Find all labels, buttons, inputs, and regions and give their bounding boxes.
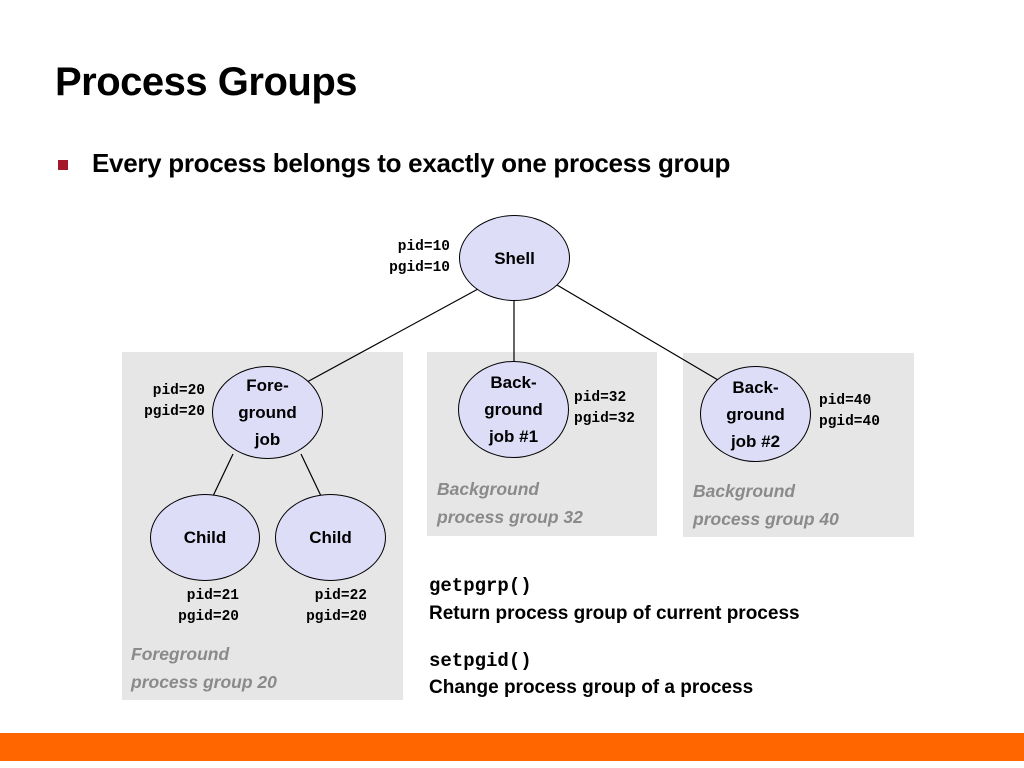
background-32-caption: Background process group 32 (437, 475, 583, 531)
bullet-square-icon (58, 160, 68, 170)
foreground-job-pgid: pgid=20 (144, 404, 205, 420)
background-32-caption-line2: process group 32 (437, 507, 583, 527)
foreground-job-label: Fore- ground job (238, 376, 297, 449)
child-2-node: Child (275, 494, 386, 581)
child-2-pgid: pgid=20 (306, 609, 367, 625)
background-job-2-label: Back- ground job #2 (726, 377, 785, 451)
getpgrp-description: Return process group of current process (429, 603, 800, 624)
background-job-2-pid: pid=40 (819, 393, 872, 409)
background-job-2-ids: pid=40 pgid=40 (819, 391, 880, 433)
background-40-caption: Background process group 40 (693, 477, 839, 533)
child-1-pgid: pgid=20 (178, 609, 239, 625)
foreground-job-node: Fore- ground job (212, 366, 323, 459)
child-1-label: Child (183, 528, 227, 547)
shell-pid: pid=10 (397, 239, 450, 255)
background-job-1-label: Back- ground job #1 (484, 373, 543, 446)
foreground-caption-line2: process group 20 (131, 672, 277, 692)
setpgid-description: Change process group of a process (429, 677, 754, 698)
background-job-1-pid: pid=32 (574, 390, 627, 406)
background-job-1-node: Back- ground job #1 (458, 361, 569, 458)
background-40-caption-line2: process group 40 (693, 509, 839, 529)
edge-fg-child2 (300, 453, 322, 497)
edge-fg-child1 (212, 453, 234, 497)
edge-shell-fg-job (306, 288, 479, 383)
foreground-job-ids: pid=20 pgid=20 (144, 381, 205, 423)
shell-label: Shell (494, 248, 535, 268)
child-1-ids: pid=21 pgid=20 (178, 586, 239, 628)
background-job-1-ids: pid=32 pgid=32 (574, 388, 635, 430)
foreground-job-pid: pid=20 (152, 383, 205, 399)
edge-shell-bg-job2 (556, 284, 719, 381)
getpgrp-function-name: getpgrp() (429, 575, 532, 597)
foreground-caption-line1: Foreground (131, 644, 230, 664)
slide-title: Process Groups (55, 60, 358, 104)
background-32-caption-line1: Background (437, 479, 540, 499)
background-job-2-node: Back- ground job #2 (700, 366, 811, 462)
background-job-1-pgid: pgid=32 (574, 411, 635, 427)
foreground-group-caption: Foreground process group 20 (131, 640, 277, 696)
child-2-ids: pid=22 pgid=20 (306, 586, 367, 628)
child-2-pid: pid=22 (314, 588, 367, 604)
child-1-pid: pid=21 (186, 588, 239, 604)
shell-node: Shell (459, 215, 570, 301)
shell-pgid: pgid=10 (389, 260, 450, 276)
child-2-label: Child (309, 528, 352, 547)
child-1-node: Child (150, 494, 260, 581)
bullet-text: Every process belongs to exactly one pro… (92, 148, 731, 178)
background-job-2-pgid: pgid=40 (819, 414, 880, 430)
background-40-caption-line1: Background (693, 481, 796, 501)
footer-bar (0, 733, 1024, 761)
setpgid-function-name: setpgid() (429, 650, 532, 672)
shell-ids: pid=10 pgid=10 (389, 237, 450, 279)
